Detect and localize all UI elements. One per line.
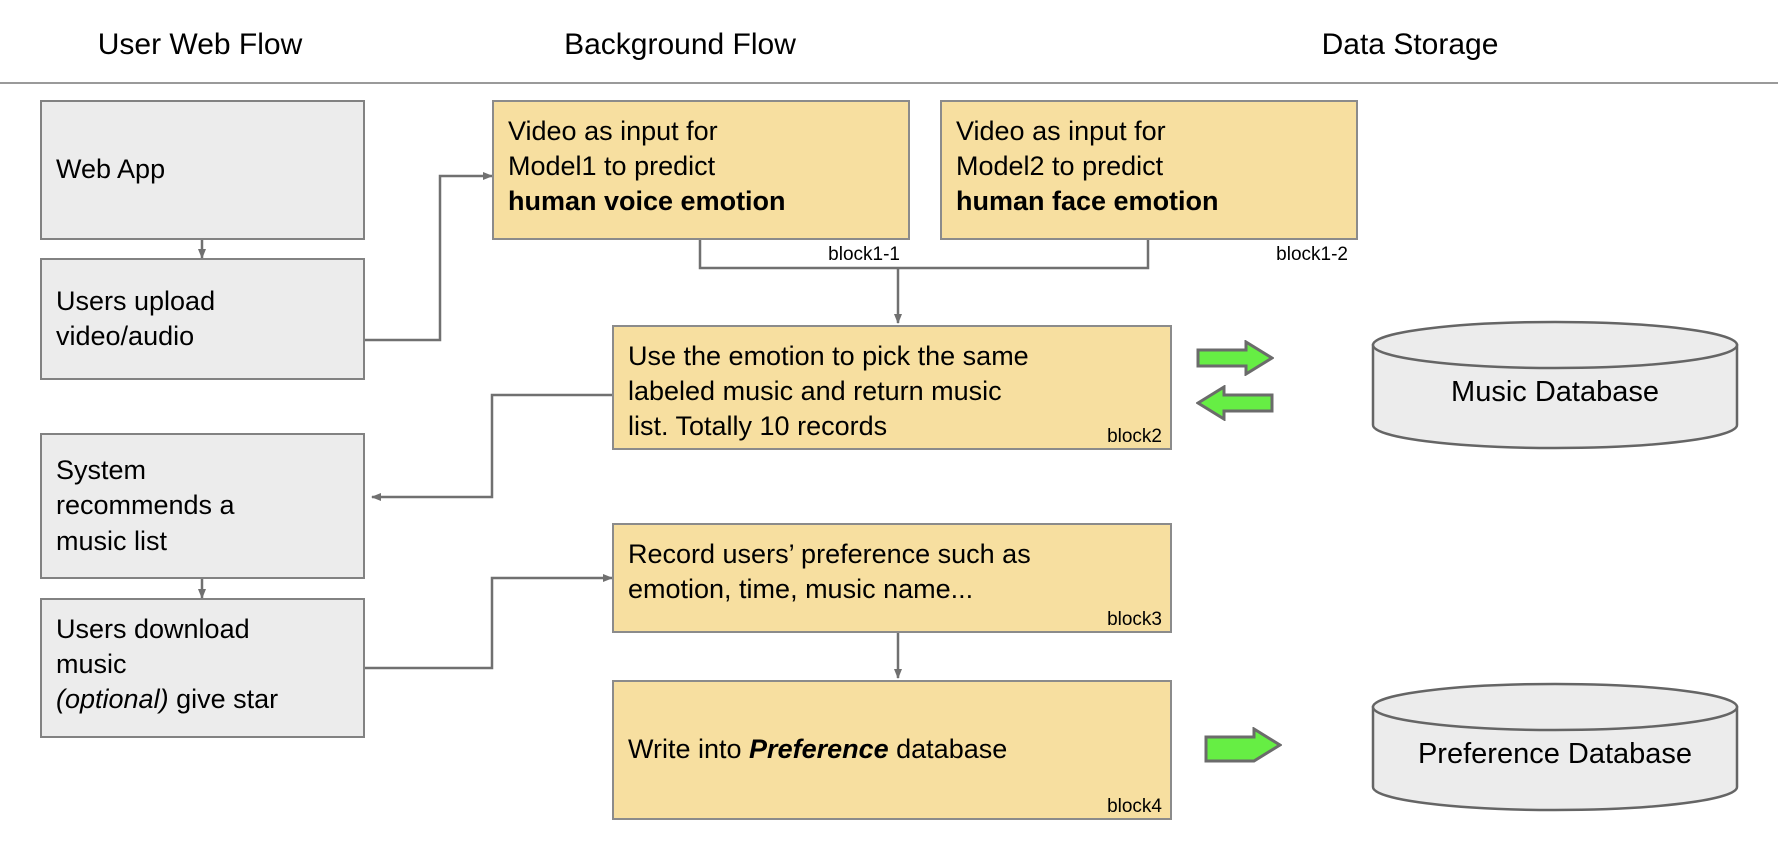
download-optional-label: (optional) (56, 684, 169, 715)
block1-2-line-3: human face emotion (956, 186, 1219, 217)
column-header-data-storage: Data Storage (1321, 28, 1499, 61)
node-block1-1-tag: block1-1 (828, 244, 900, 265)
database-preference-label: Preference Database (1417, 738, 1693, 770)
connector-download-to-block3 (364, 574, 613, 670)
node-block3[interactable]: Record users’ preference such as emotion… (612, 523, 1172, 633)
node-block4[interactable]: Write into Preference database block4 (612, 680, 1172, 820)
block1-1-line-3: human voice emotion (508, 186, 786, 217)
node-block3-text: Record users’ preference such as emotion… (628, 539, 1031, 605)
green-arrow-right-icon-preference (1204, 727, 1282, 763)
database-preference[interactable]: Preference Database (1370, 682, 1740, 812)
node-block3-tag: block3 (1107, 609, 1162, 630)
connector-block1-2-to-junction (898, 240, 1150, 270)
download-line-3: give star (168, 684, 279, 715)
download-line-1: Users download (56, 614, 250, 644)
node-block2-tag: block2 (1107, 426, 1162, 447)
node-block4-text: Write into Preference database (628, 732, 1007, 767)
cylinder-shape-preference (1371, 682, 1739, 812)
node-users-download-label: Users download music (optional) give star (56, 612, 278, 717)
node-web-app[interactable]: Web App (40, 100, 365, 240)
node-system-recommends[interactable]: System recommends a music list (40, 433, 365, 579)
column-header-background-flow: Background Flow (564, 28, 796, 61)
node-block2-text: Use the emotion to pick the same labeled… (628, 341, 1029, 442)
block1-1-line-2: Model1 to predict (508, 151, 716, 182)
download-line-2: music (56, 649, 127, 680)
block1-1-line-1: Video as input for (508, 116, 718, 146)
block4-suffix: database (888, 734, 1008, 765)
node-block2[interactable]: Use the emotion to pick the same labeled… (612, 325, 1172, 450)
node-system-recommends-label: System recommends a music list (56, 455, 235, 556)
node-block1-2-tag: block1-2 (1276, 244, 1348, 265)
block4-prefix: Write into (628, 734, 750, 765)
node-users-upload[interactable]: Users upload video/audio (40, 258, 365, 380)
cylinder-shape-music (1371, 320, 1739, 450)
node-users-download[interactable]: Users download music (optional) give star (40, 598, 365, 738)
database-music-label: Music Database (1451, 376, 1659, 408)
block1-2-line-1: Video as input for (956, 116, 1166, 146)
node-block4-tag: block4 (1107, 796, 1162, 817)
green-arrow-left-icon (1196, 385, 1274, 421)
block4-emphasis: Preference (749, 734, 889, 765)
node-web-app-label: Web App (56, 154, 166, 185)
connector-block2-to-recommend (371, 393, 612, 501)
node-users-upload-label: Users upload video/audio (56, 285, 216, 351)
column-header-user-web-flow: User Web Flow (97, 28, 303, 61)
header-divider (0, 82, 1778, 84)
connector-upload-to-block1-1 (364, 172, 493, 342)
database-music[interactable]: Music Database (1370, 320, 1740, 450)
green-arrow-right-icon (1196, 340, 1274, 376)
block1-2-line-2: Model2 to predict (956, 151, 1164, 182)
